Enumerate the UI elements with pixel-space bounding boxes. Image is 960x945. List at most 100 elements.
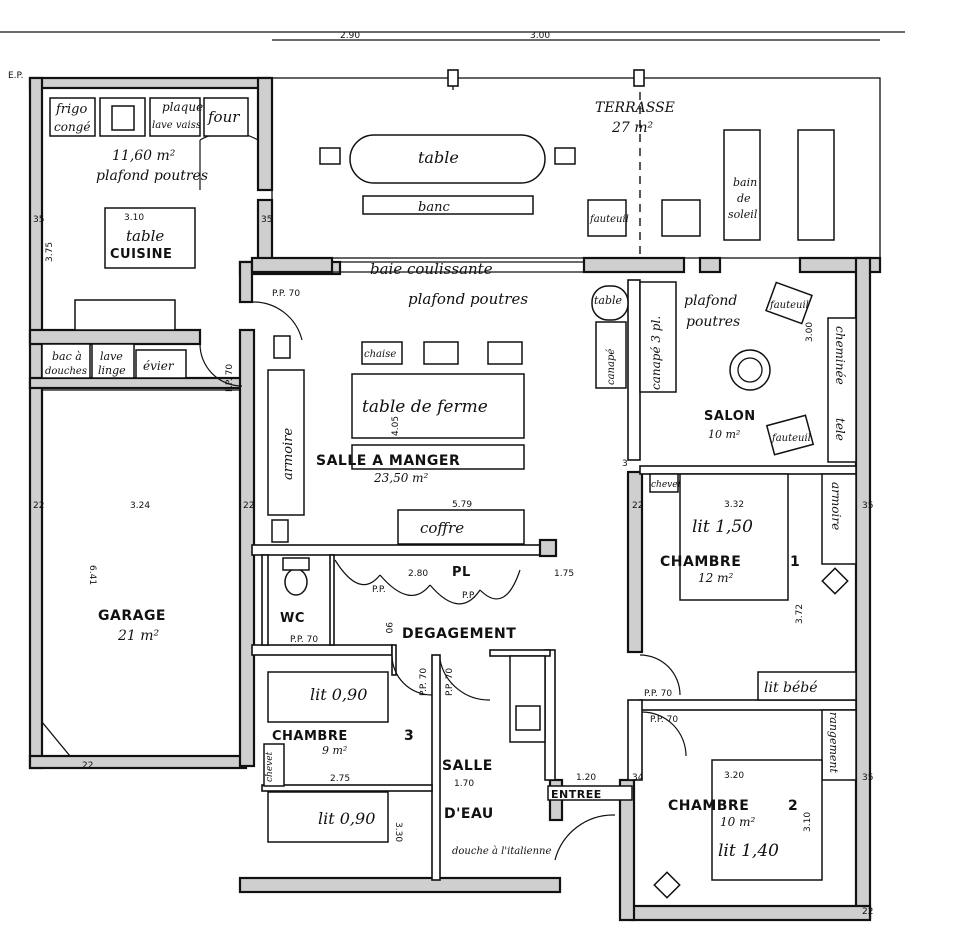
cuisine-area: 11,60 m² <box>112 148 176 164</box>
terrasse-table <box>349 134 546 184</box>
dim-ch3-h: 3.30 <box>393 822 403 842</box>
canape2-label: canapé <box>606 349 617 385</box>
wc-bowl <box>284 568 308 596</box>
fridge <box>49 97 96 137</box>
dim-garage-h: 6.41 <box>87 565 97 585</box>
fauteuil-t-label: fauteuil <box>589 214 629 225</box>
wall-ch2-west <box>627 699 643 781</box>
wall-wc-west <box>261 554 269 646</box>
table-ferme-label: table de ferme <box>362 397 488 417</box>
ch1-name: CHAMBRE <box>660 554 741 570</box>
closet-door-2[interactable] <box>379 574 431 596</box>
dim-deg-side: 90 <box>383 622 393 634</box>
ch2-name: CHAMBRE <box>668 798 749 814</box>
pp-deg2: P.P. <box>462 591 476 601</box>
ch1-area: 12 m² <box>698 571 733 585</box>
column-block <box>538 538 558 558</box>
wall-ch1-south <box>639 699 857 711</box>
salle-ceiling: plafond poutres <box>408 290 528 308</box>
degagement-name: DEGAGEMENT <box>402 626 516 642</box>
wall-kitchen-east-lower <box>238 260 254 304</box>
terrasse-bench <box>362 195 534 215</box>
door-entry[interactable] <box>554 814 616 861</box>
dim-ch3-w: 2.75 <box>330 774 350 784</box>
wall-laundry-south <box>28 376 248 390</box>
salon-name: SALON <box>704 409 756 424</box>
wall-sde-north <box>489 649 551 657</box>
terrasse-post-marker-2 <box>633 69 645 87</box>
salon-side-table <box>591 285 629 321</box>
bain-label-1: bain <box>733 176 757 189</box>
bain-label-2: de <box>737 192 751 205</box>
wall-north-left <box>250 256 334 274</box>
ch1-num: 1 <box>790 554 800 570</box>
wall-entry-east <box>618 778 636 922</box>
lit2-label: lit 1,40 <box>718 841 779 861</box>
door-sde[interactable] <box>439 659 491 701</box>
bac-label-2: douches <box>45 366 87 377</box>
bain-label-3: soleil <box>728 208 758 221</box>
cheminee2-label: tele <box>833 418 847 441</box>
rangement-label: rangement <box>827 712 840 773</box>
fauteuil-s1-label: fauteuil <box>769 300 809 311</box>
entry-mat <box>547 785 633 801</box>
table-salon-label: table <box>594 294 623 307</box>
closet-door-3[interactable] <box>429 584 481 605</box>
closet-door-1[interactable] <box>334 559 381 586</box>
plaque-label-2: lave vaiss <box>152 120 201 131</box>
frigo-label-2: congé <box>54 120 90 134</box>
lave-label-1: lave <box>100 350 123 363</box>
wc-name: WC <box>280 611 305 626</box>
dim-ch2-side: 34 <box>632 773 644 783</box>
dining-chair-3 <box>487 341 523 365</box>
salon-armchair-2 <box>765 414 815 456</box>
wall-kitchen-east-upper <box>256 76 274 192</box>
pp-ch3: P.P. 70 <box>419 668 429 696</box>
dining-wardrobe <box>267 369 305 516</box>
dim-kitchen-w: 3.10 <box>124 213 144 223</box>
dim-top-left: 2.90 <box>340 31 360 41</box>
wall-kitchen-south <box>28 328 202 346</box>
dim-top-right: 3.00 <box>530 31 550 41</box>
door-ch3[interactable] <box>391 654 433 696</box>
door-garage[interactable] <box>199 343 243 387</box>
wall-east <box>854 256 872 920</box>
dim-ch1-h: 3.72 <box>795 604 805 624</box>
farm-table <box>351 373 525 439</box>
terrasse-chair-1 <box>319 147 341 165</box>
wall-salon-south <box>639 465 857 475</box>
sde-name-1: SALLE <box>442 758 493 774</box>
bac-label-1: bac à <box>52 350 82 363</box>
shower-tray <box>41 343 91 379</box>
wall-kitchen-east-mid <box>256 198 274 264</box>
evier-label: évier <box>143 359 175 373</box>
closet-door-4[interactable] <box>479 569 521 600</box>
door-ch1[interactable] <box>639 654 681 696</box>
wall-salon-west <box>627 279 641 461</box>
dining-chair-side-2 <box>271 519 289 543</box>
dim-garage-side2: 22 <box>243 501 254 511</box>
dim-salon-side: 3 <box>622 459 628 469</box>
dim-ch1-w: 3.32 <box>724 500 744 510</box>
terrasse-outline <box>271 77 881 259</box>
dim-garage-w: 3.24 <box>130 501 150 511</box>
door-kitchen-dining[interactable] <box>251 301 303 341</box>
dim-ch2-h: 3.10 <box>803 812 813 832</box>
sunbed-1 <box>723 129 761 241</box>
chaise-label: chaise <box>364 349 396 360</box>
terrasse-area: 27 m² <box>611 120 654 136</box>
sunbed-2 <box>797 129 835 241</box>
dining-chair-1 <box>361 341 403 365</box>
lit3a-label: lit 0,90 <box>310 685 367 704</box>
salon-sofa <box>639 281 677 393</box>
kitchen-table <box>104 207 196 269</box>
pp-kitchen: P.P. 70 <box>272 289 300 299</box>
salon-armchair-1 <box>765 281 813 325</box>
wall-south-right <box>630 904 872 922</box>
dim-right-side2: 35 <box>862 773 873 783</box>
dim-garage-bottom: 22 <box>82 761 93 771</box>
ch1-corner-diamond <box>821 567 849 595</box>
dim-ep: E.P. <box>8 71 23 81</box>
door-ch2[interactable] <box>641 711 687 757</box>
